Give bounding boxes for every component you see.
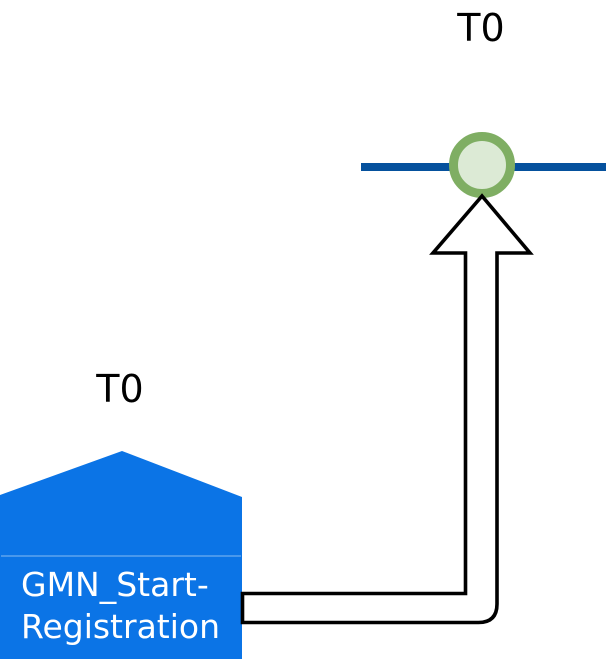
module-name-line2: Registration (21, 607, 220, 646)
module-name: GMN_Start- Registration (21, 564, 220, 648)
flow-arrow[interactable] (240, 193, 534, 625)
event-marker-icon[interactable] (449, 132, 515, 198)
module-shape[interactable] (0, 451, 242, 659)
timeline-label: T0 (457, 6, 505, 50)
module-name-line1: GMN_Start- (21, 565, 209, 604)
module-label: T0 (96, 367, 144, 411)
